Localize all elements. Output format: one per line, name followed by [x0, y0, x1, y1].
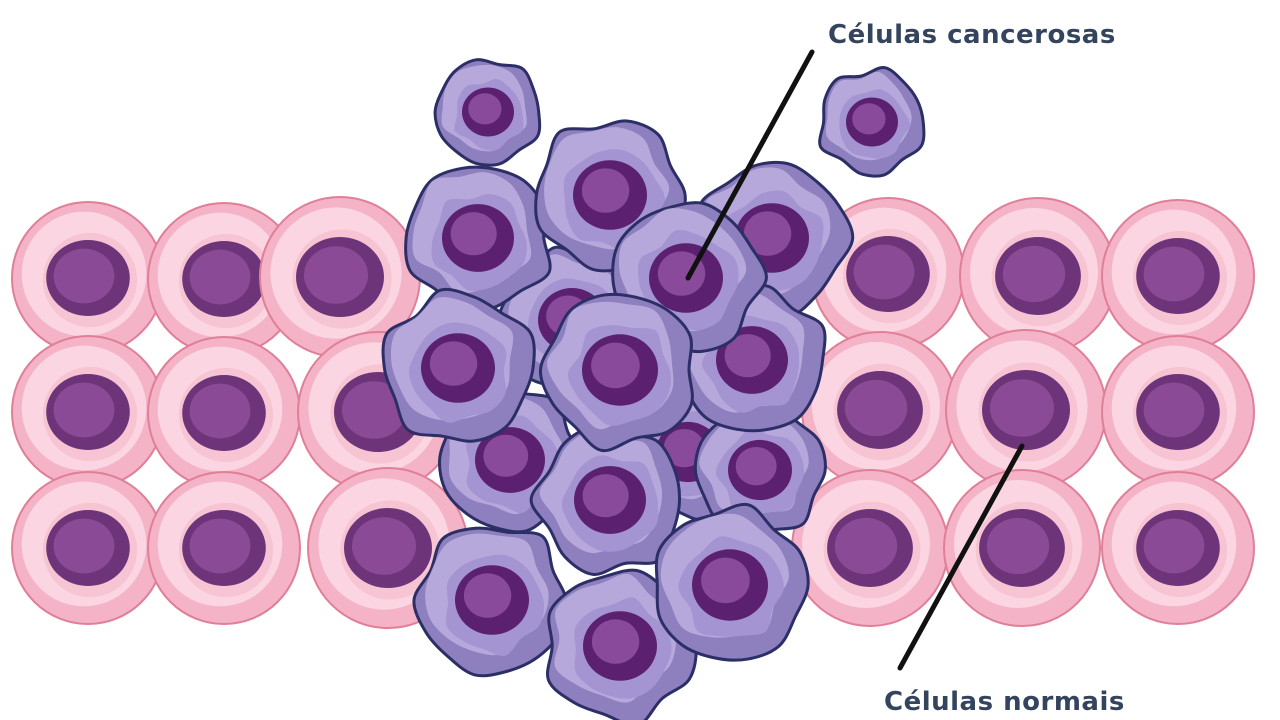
normal-cell	[959, 197, 1117, 355]
normal-cell	[11, 471, 165, 625]
cancer-cell	[404, 165, 552, 315]
cancer-cell	[529, 425, 682, 576]
normal-cell	[945, 329, 1107, 491]
normal-cell	[791, 469, 949, 627]
cancer-pointer-line	[685, 49, 815, 281]
normal-cell	[801, 331, 959, 489]
normal-cell	[1101, 335, 1255, 489]
cancer-cell	[679, 283, 827, 433]
cancer-cell	[693, 402, 827, 534]
cancer-cell	[412, 526, 568, 678]
cancer-cells-group	[381, 58, 926, 720]
cancer-cell	[546, 568, 698, 720]
cancer-cell	[433, 58, 542, 167]
cancer-cell	[538, 292, 694, 453]
cancer-cell	[818, 66, 926, 178]
normal-cell	[1101, 471, 1255, 625]
normal-cell	[307, 467, 469, 629]
normal-cell	[11, 201, 165, 355]
normal-cell	[147, 471, 301, 625]
normal-cell	[1101, 199, 1255, 353]
normal-cells-label: Células normais	[884, 687, 1125, 717]
cancer-cell	[381, 287, 536, 443]
normal-cell	[259, 196, 421, 358]
cancer-cells-label: Células cancerosas	[828, 20, 1116, 50]
normal-cell	[11, 335, 165, 489]
normal-cell	[147, 336, 301, 490]
normal-pointer-line	[897, 443, 1025, 671]
cancer-cell	[654, 502, 810, 662]
normal-cells-group	[11, 196, 1255, 629]
